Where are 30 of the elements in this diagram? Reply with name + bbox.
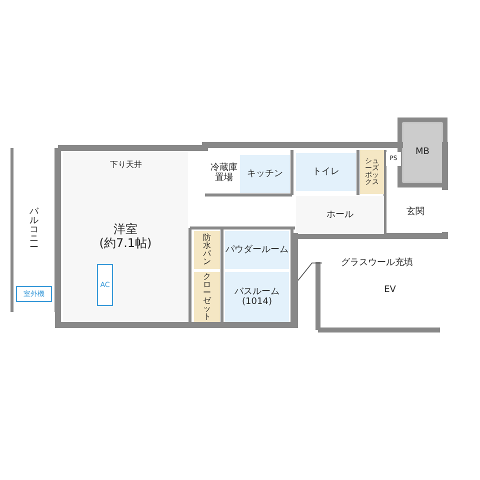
storage-area (194, 272, 220, 322)
room-label: EV (384, 284, 396, 296)
leader-line (298, 262, 322, 281)
room-area (63, 152, 188, 322)
area-size: (約7.1帖) (99, 237, 152, 251)
room-area (225, 231, 289, 269)
room-label: バスルーム (1014) (234, 286, 280, 308)
kitchen-area (240, 155, 290, 193)
room-label: バルコニー (30, 208, 38, 252)
room-label: MB (416, 147, 430, 158)
ceiling-note: 下り天井 (110, 160, 142, 170)
room-label: 玄関 (406, 206, 424, 218)
room-label: パウダールーム (226, 244, 288, 256)
room-label: 冷蔵庫置場 (210, 162, 238, 184)
room-area (403, 123, 442, 182)
note-text: グラスウール充填 (341, 258, 413, 268)
room-label: 防水パン (203, 234, 211, 266)
room-area (296, 196, 384, 234)
wall-segment (292, 233, 298, 328)
room-label: キッチン (247, 168, 283, 180)
room-area (296, 153, 356, 191)
unit-box (97, 264, 113, 306)
storage-area (194, 231, 220, 269)
room-label: 洋室 (114, 223, 138, 237)
unit-box (16, 286, 52, 302)
room-label: クローゼット (203, 273, 211, 321)
room-label: トイレ (312, 166, 340, 178)
room-area (225, 272, 289, 322)
storage-area (360, 150, 384, 194)
room-label: ホール (326, 210, 354, 220)
